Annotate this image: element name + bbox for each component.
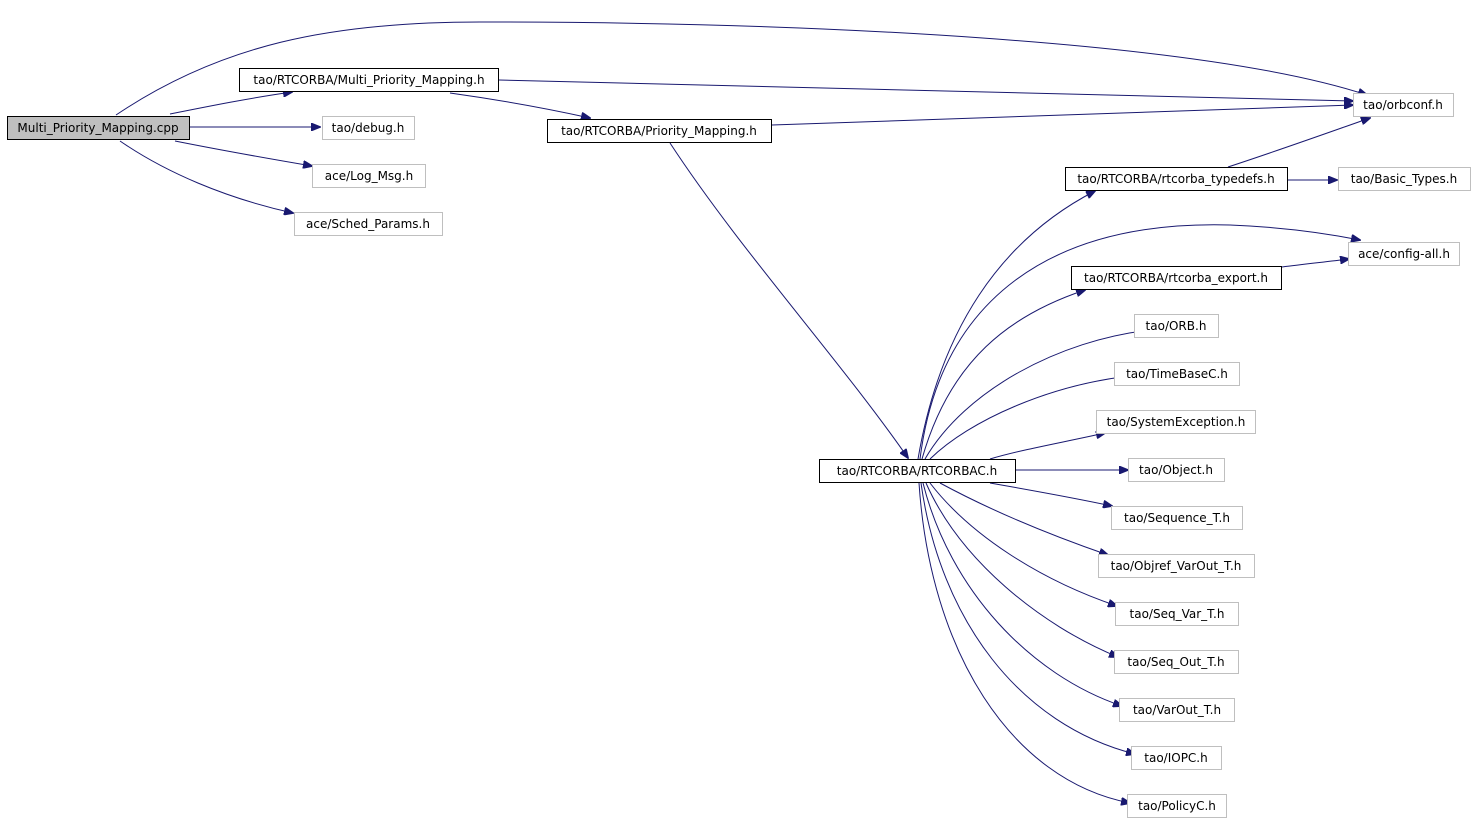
node-rtcorbac-h[interactable]: tao/RTCORBA/RTCORBAC.h: [819, 459, 1016, 483]
node-objref-varout-t-h[interactable]: tao/Objref_VarOut_T.h: [1098, 554, 1255, 578]
node-log-msg-h[interactable]: ace/Log_Msg.h: [312, 164, 426, 188]
edge-typedefs-to-orbconf: [1227, 118, 1370, 168]
node-label: tao/RTCORBA/rtcorba_typedefs.h: [1077, 172, 1274, 186]
edge-rtcorbac-to-policyc-h: [918, 482, 1130, 803]
node-label: ace/Sched_Params.h: [306, 217, 430, 231]
node-label: ace/config-all.h: [1358, 247, 1450, 261]
edge-rtcorbac-to-iopc-h: [920, 482, 1135, 754]
node-label: Multi_Priority_Mapping.cpp: [17, 121, 178, 135]
node-rtcorba-typedefs-h[interactable]: tao/RTCORBA/rtcorba_typedefs.h: [1065, 167, 1288, 191]
node-iopc-h[interactable]: tao/IOPC.h: [1131, 746, 1222, 770]
node-label: tao/VarOut_T.h: [1133, 703, 1221, 717]
node-label: tao/RTCORBA/RTCORBAC.h: [837, 464, 997, 478]
node-systemexception-h[interactable]: tao/SystemException.h: [1096, 410, 1256, 434]
edge-rtcorbac-to-export: [921, 290, 1085, 460]
node-label: tao/RTCORBA/Priority_Mapping.h: [561, 124, 757, 138]
nodes: Multi_Priority_Mapping.cpp tao/RTCORBA/M…: [7, 68, 1471, 818]
edge-root-to-multi-priority-mapping-h: [169, 92, 292, 115]
node-label: tao/Basic_Types.h: [1351, 172, 1457, 186]
node-debug-h[interactable]: tao/debug.h: [322, 116, 415, 140]
node-label: tao/Objref_VarOut_T.h: [1111, 559, 1242, 573]
edge-mpm-h-to-orbconf: [498, 79, 1353, 101]
node-label: tao/debug.h: [332, 121, 405, 135]
node-label: tao/orbconf.h: [1363, 98, 1443, 112]
node-timebasec-h[interactable]: tao/TimeBaseC.h: [1114, 362, 1240, 386]
node-multi-priority-mapping-h[interactable]: tao/RTCORBA/Multi_Priority_Mapping.h: [239, 68, 499, 92]
node-policyc-h[interactable]: tao/PolicyC.h: [1127, 794, 1227, 818]
node-varout-t-h[interactable]: tao/VarOut_T.h: [1119, 698, 1235, 722]
edge-rtcorbac-to-timebasec-h: [929, 376, 1130, 460]
node-object-h[interactable]: tao/Object.h: [1128, 458, 1225, 482]
edge-pm-h-to-rtcorbac-h: [669, 142, 908, 458]
edge-rtcorbac-to-objref-varout-t-h: [939, 482, 1108, 555]
edge-export-to-config-all: [1281, 259, 1349, 268]
node-label: tao/SystemException.h: [1107, 415, 1246, 429]
edge-root-to-sched-params-h: [119, 140, 293, 213]
edge-pm-h-to-orbconf: [771, 105, 1353, 126]
edge-root-to-orbconf: [115, 21, 1367, 116]
node-sched-params-h[interactable]: ace/Sched_Params.h: [294, 212, 443, 236]
edge-rtcorbac-to-seq-var-t-h: [929, 482, 1117, 606]
node-rtcorba-export-h[interactable]: tao/RTCORBA/rtcorba_export.h: [1071, 266, 1282, 290]
node-label: tao/Sequence_T.h: [1124, 511, 1230, 525]
edge-rtcorbac-to-orb-h: [924, 330, 1150, 460]
node-label: tao/Object.h: [1139, 463, 1213, 477]
node-label: tao/RTCORBA/rtcorba_export.h: [1084, 271, 1268, 285]
node-config-all-h[interactable]: ace/config-all.h: [1348, 242, 1460, 266]
node-label: tao/Seq_Out_T.h: [1127, 655, 1224, 669]
node-multi-priority-mapping-cpp[interactable]: Multi_Priority_Mapping.cpp: [7, 116, 190, 140]
edge-rtcorbac-to-seq-out-t-h: [925, 482, 1118, 657]
node-label: tao/PolicyC.h: [1138, 799, 1216, 813]
node-orbconf-h[interactable]: tao/orbconf.h: [1353, 93, 1454, 117]
edge-rtcorbac-to-config-all: [919, 224, 1360, 460]
node-label: tao/TimeBaseC.h: [1126, 367, 1228, 381]
node-label: tao/ORB.h: [1146, 319, 1207, 333]
node-orb-h[interactable]: tao/ORB.h: [1134, 314, 1219, 338]
edge-mpm-h-to-priority-mapping-h: [449, 92, 590, 118]
node-seq-out-t-h[interactable]: tao/Seq_Out_T.h: [1114, 650, 1239, 674]
edge-rtcorbac-to-typedefs: [917, 191, 1095, 460]
node-priority-mapping-h[interactable]: tao/RTCORBA/Priority_Mapping.h: [547, 119, 772, 143]
edge-rtcorbac-to-sequence-t-h: [989, 482, 1112, 506]
edge-root-to-log-msg-h: [174, 140, 312, 166]
edge-rtcorbac-to-systemexception-h: [989, 433, 1105, 460]
node-label: ace/Log_Msg.h: [325, 169, 413, 183]
node-label: tao/RTCORBA/Multi_Priority_Mapping.h: [253, 73, 484, 87]
node-basic-types-h[interactable]: tao/Basic_Types.h: [1338, 167, 1471, 191]
node-sequence-t-h[interactable]: tao/Sequence_T.h: [1111, 506, 1243, 530]
edge-rtcorbac-to-varout-t-h: [922, 482, 1122, 706]
node-seq-var-t-h[interactable]: tao/Seq_Var_T.h: [1115, 602, 1239, 626]
node-label: tao/IOPC.h: [1144, 751, 1207, 765]
node-label: tao/Seq_Var_T.h: [1130, 607, 1225, 621]
